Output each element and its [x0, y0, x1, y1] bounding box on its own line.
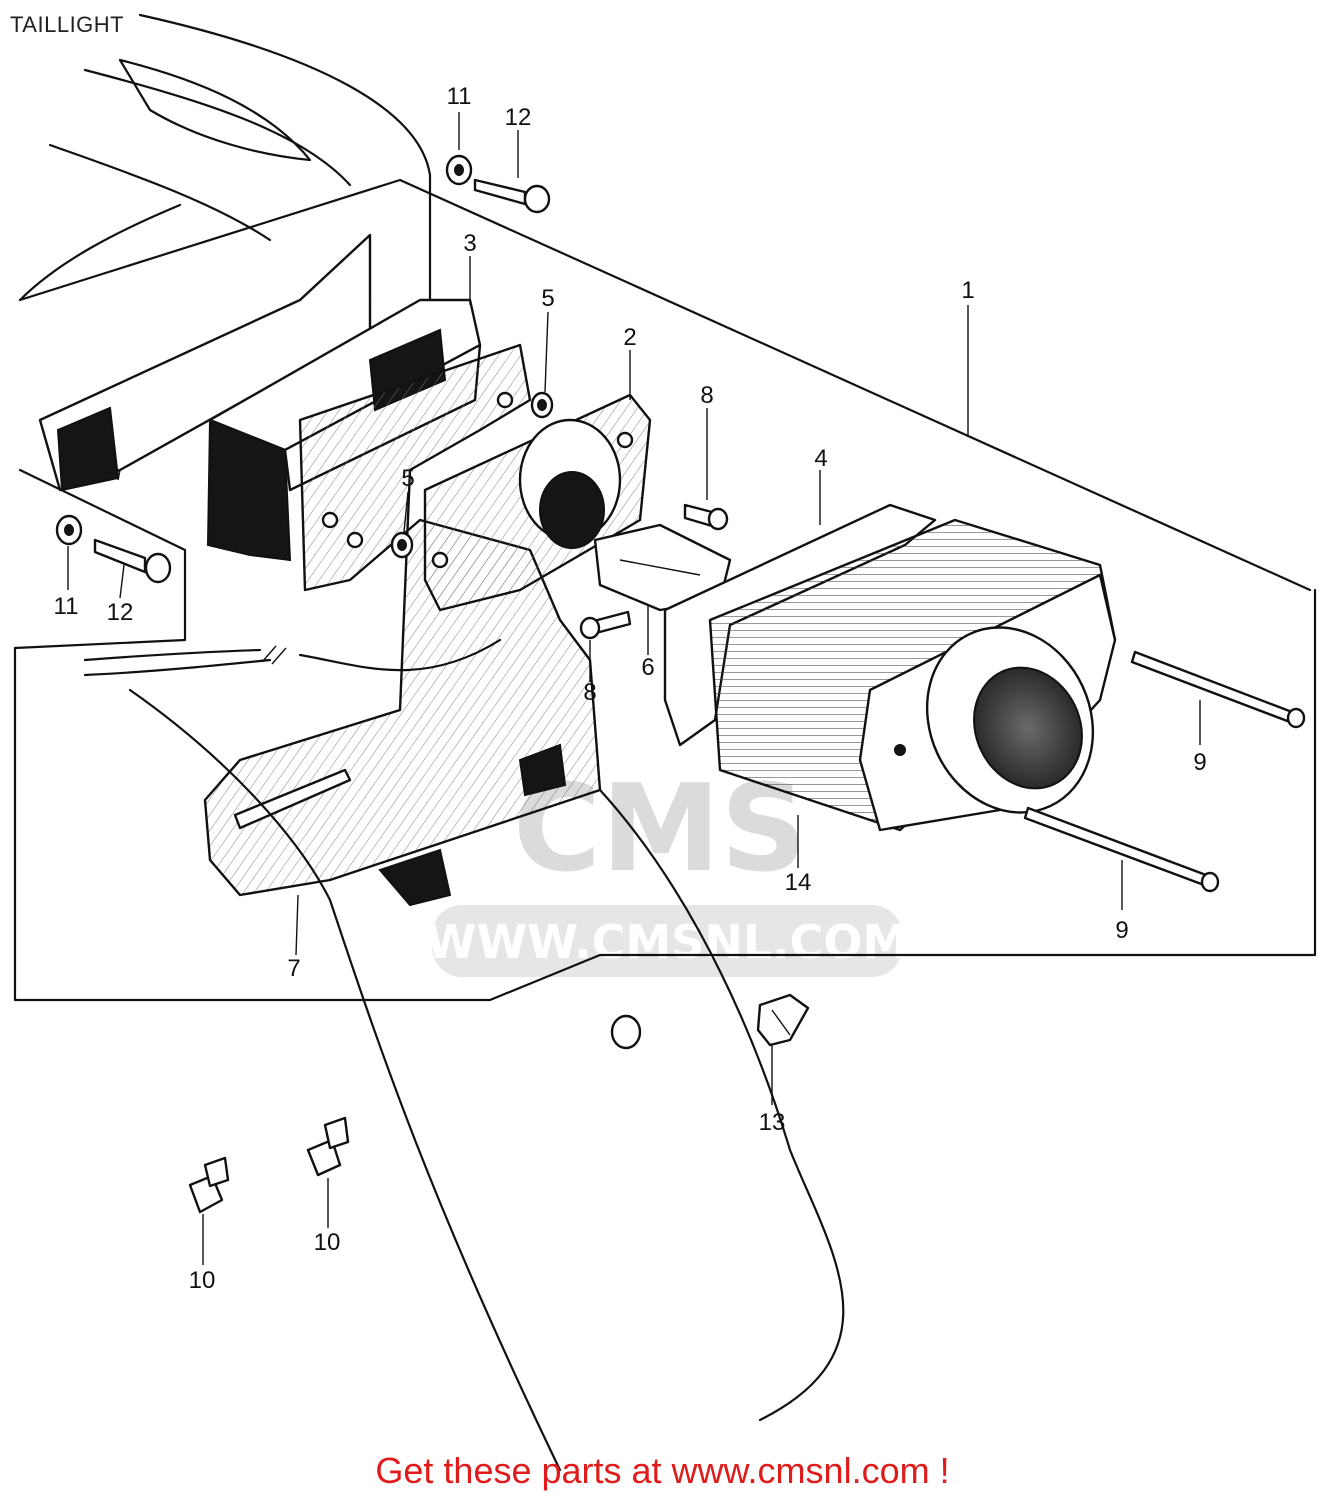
callout-3: 3: [463, 230, 476, 257]
callout-10-left: 10: [189, 1267, 216, 1294]
watermark-url: WWW.CMSNL.COM: [426, 915, 909, 969]
callout-14: 14: [785, 869, 812, 896]
part-5-grommet-lower: [390, 531, 414, 559]
callout-11-top: 11: [447, 83, 472, 110]
part-13-grommet: [610, 1014, 642, 1050]
callout-5-upper: 5: [541, 285, 554, 312]
leader-lines: [67, 112, 1201, 1265]
callout-8-upper: 8: [700, 382, 713, 409]
assembly-frame-1: [13, 468, 1317, 1002]
part-8-screw-lower: [579, 610, 632, 640]
part-10-bolt-left: [188, 1156, 230, 1214]
part-9-screw-upper: [1130, 650, 1306, 729]
callout-9-lower: 9: [1115, 917, 1128, 944]
part-10-bolt-right: [306, 1116, 350, 1177]
callout-labels: 1 2 3 4 5 5 6 7 8 8 9 9 10 10 11 11 12 1…: [54, 83, 1207, 1294]
part-7-license-bracket: [203, 343, 602, 907]
part-5-grommet-upper: [530, 391, 554, 419]
callout-9-upper: 9: [1193, 749, 1206, 776]
part-9-screw-lower: [1023, 806, 1220, 893]
callout-7: 7: [287, 955, 300, 982]
part-12-screw-top: [473, 178, 551, 214]
callout-12-left: 12: [107, 599, 134, 626]
callout-1: 1: [961, 277, 974, 304]
callout-12-top: 12: [505, 104, 532, 131]
callout-4: 4: [814, 445, 827, 472]
wiring-harness: [83, 638, 845, 1472]
callout-5-lower: 5: [401, 465, 414, 492]
footer-link[interactable]: Get these parts at www.cmsnl.com !: [375, 1450, 950, 1491]
callout-2: 2: [623, 324, 636, 351]
callout-6: 6: [641, 654, 654, 681]
page-title: TAILLIGHT: [10, 12, 125, 37]
part-11-washer-left: [55, 514, 83, 546]
part-2-base-plate: [423, 393, 652, 612]
part-8-screw-upper: [683, 503, 729, 531]
watermark-banner: [432, 905, 902, 977]
part-13-clip: [756, 993, 810, 1047]
callout-11-left: 11: [54, 593, 79, 620]
callout-8-lower: 8: [583, 679, 596, 706]
callout-10-right: 10: [314, 1229, 341, 1256]
callout-13: 13: [759, 1109, 786, 1136]
part-12-screw-left: [93, 538, 172, 584]
part-11-washer-top: [445, 154, 473, 186]
part-14-lamp-housing: [708, 518, 1117, 832]
